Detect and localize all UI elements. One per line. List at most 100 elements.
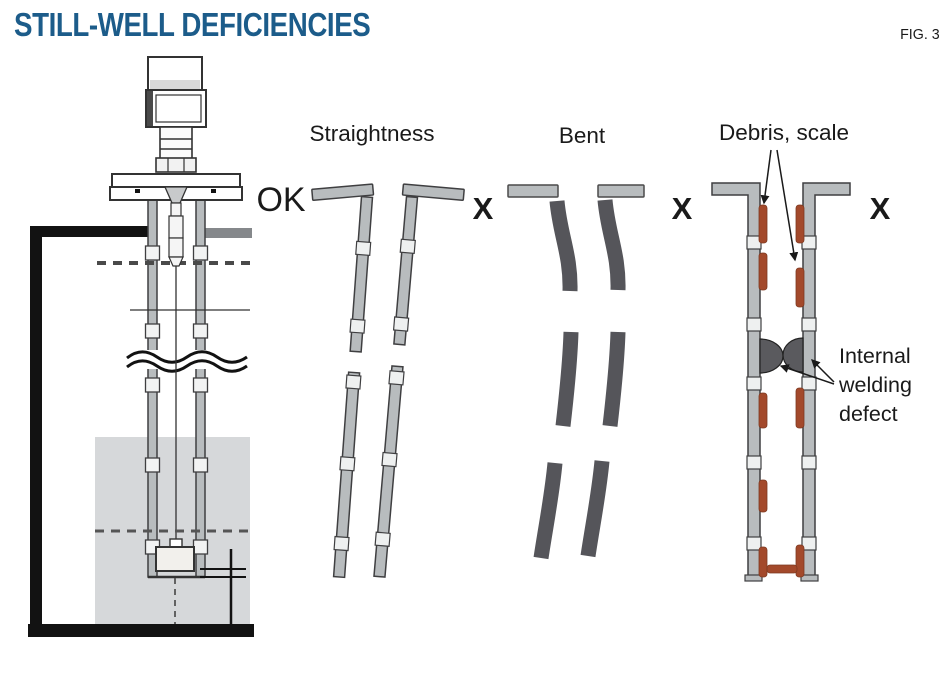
level-transmitter-icon bbox=[145, 56, 207, 173]
pipe-coupling bbox=[345, 374, 362, 390]
well-top-flange-left bbox=[311, 183, 375, 201]
wall-segment bbox=[393, 195, 419, 346]
break-wavy-line bbox=[126, 350, 248, 364]
debris-patch bbox=[758, 252, 768, 291]
debris-patch bbox=[758, 479, 768, 513]
debris-patch bbox=[795, 544, 805, 578]
pipe-coupling bbox=[746, 536, 762, 551]
pipe-coupling bbox=[333, 535, 350, 552]
mounting-flange bbox=[109, 173, 243, 201]
bent-wall-segment bbox=[597, 199, 626, 291]
bent-wall-segment bbox=[555, 331, 579, 427]
debris-sediment-bar bbox=[766, 564, 798, 574]
pipe-coupling bbox=[746, 455, 762, 470]
panel-straightness-label: Straightness bbox=[309, 121, 434, 146]
debris-arrow bbox=[776, 149, 799, 262]
welding-defect-blob bbox=[759, 338, 784, 374]
well-top-flange-left bbox=[507, 184, 559, 198]
panel-straightness: Straightness X bbox=[309, 121, 494, 579]
debris-pipe-couplings bbox=[746, 235, 817, 551]
displacer-body bbox=[155, 546, 195, 572]
tilted-well-wall-left bbox=[332, 195, 374, 579]
pipe-break-gap bbox=[126, 350, 254, 369]
well-top-flange-right bbox=[401, 183, 465, 201]
panel-debris-scale: Debris, scale bbox=[711, 120, 912, 582]
pipe-coupling bbox=[192, 457, 209, 473]
pipe-coupling bbox=[388, 370, 405, 386]
pipe-coupling bbox=[801, 376, 817, 391]
bent-x-verdict: X bbox=[672, 191, 693, 226]
debris-patch bbox=[795, 204, 805, 244]
pipe-coupling bbox=[801, 455, 817, 470]
pipe-coupling bbox=[144, 323, 161, 339]
debris-patch bbox=[758, 204, 768, 244]
debris-patch bbox=[758, 546, 768, 578]
antenna-and-probe bbox=[164, 186, 188, 540]
tilted-well-wall-right bbox=[373, 195, 419, 578]
pipe-coupling bbox=[381, 451, 398, 468]
flange-bolt bbox=[211, 189, 216, 193]
bent-wall-segment bbox=[533, 462, 563, 560]
pipe-coupling bbox=[339, 456, 356, 472]
transmitter-housing-edge bbox=[147, 91, 153, 126]
break-wavy-line bbox=[126, 359, 248, 373]
debris-patch bbox=[758, 392, 768, 429]
pipe-coupling bbox=[355, 240, 372, 256]
weld-defect-arrow bbox=[811, 359, 835, 383]
pipe-coupling bbox=[192, 323, 209, 339]
wall-end-cap bbox=[800, 574, 819, 582]
pipe-coupling bbox=[392, 316, 410, 332]
well-top-flange-right bbox=[597, 184, 645, 198]
internal-welding-defect-callout: Internal welding defect bbox=[838, 344, 912, 426]
bent-wall-segment bbox=[549, 200, 578, 292]
bent-wall-segment bbox=[580, 460, 610, 558]
tank-left-wall bbox=[30, 226, 42, 637]
tank-bottom-wall bbox=[28, 624, 254, 637]
probe-tip bbox=[168, 256, 184, 267]
debris-x-verdict: X bbox=[870, 191, 891, 226]
debris-patch bbox=[795, 267, 805, 308]
callout-line: Internal bbox=[839, 344, 911, 368]
debris-patches bbox=[758, 204, 805, 578]
pipe-coupling bbox=[801, 317, 817, 332]
pipe-couplings bbox=[144, 245, 209, 555]
figure-number-label: FIG. 3 bbox=[900, 26, 940, 43]
annotation-arrows bbox=[760, 149, 835, 385]
probe-segment bbox=[170, 202, 182, 217]
probe-segment bbox=[168, 237, 184, 258]
pipe-coupling bbox=[144, 457, 161, 473]
transmitter-top-shade bbox=[150, 80, 200, 89]
process-connector bbox=[155, 157, 197, 173]
panel-bent-label: Bent bbox=[559, 123, 606, 148]
wall-segment bbox=[332, 371, 361, 579]
pipe-coupling bbox=[349, 318, 366, 334]
panel-debris-label: Debris, scale bbox=[719, 120, 849, 145]
debris-arrow bbox=[760, 149, 772, 205]
pipe-coupling bbox=[192, 377, 209, 393]
pipe-coupling bbox=[746, 376, 762, 391]
pipe-coupling bbox=[192, 539, 209, 555]
wall-segment bbox=[373, 365, 404, 578]
pipe-coupling bbox=[746, 317, 762, 332]
panel-bent: Bent X bbox=[507, 123, 693, 560]
pipe-coupling bbox=[801, 536, 817, 551]
pipe-coupling bbox=[192, 245, 209, 261]
reference-still-well-illustration bbox=[28, 56, 254, 637]
straightness-x-verdict: X bbox=[473, 191, 494, 226]
pipe-break-symbol bbox=[126, 350, 254, 373]
weld-defect-arrow bbox=[779, 364, 835, 385]
transmitter-display-window bbox=[155, 94, 202, 123]
pipe-coupling bbox=[144, 245, 161, 261]
pipe-coupling bbox=[399, 238, 416, 255]
wall-end-cap bbox=[744, 574, 763, 582]
transmitter-neck bbox=[159, 126, 193, 161]
flange-bolt bbox=[135, 189, 140, 193]
page-title: STILL-WELL DEFICIENCIES bbox=[14, 6, 371, 43]
flange-upper-plate bbox=[111, 173, 241, 188]
callout-line: welding bbox=[838, 373, 912, 397]
bent-well-walls bbox=[533, 199, 626, 560]
tank-nozzle-bar bbox=[205, 228, 252, 238]
pipe-coupling bbox=[144, 377, 161, 393]
